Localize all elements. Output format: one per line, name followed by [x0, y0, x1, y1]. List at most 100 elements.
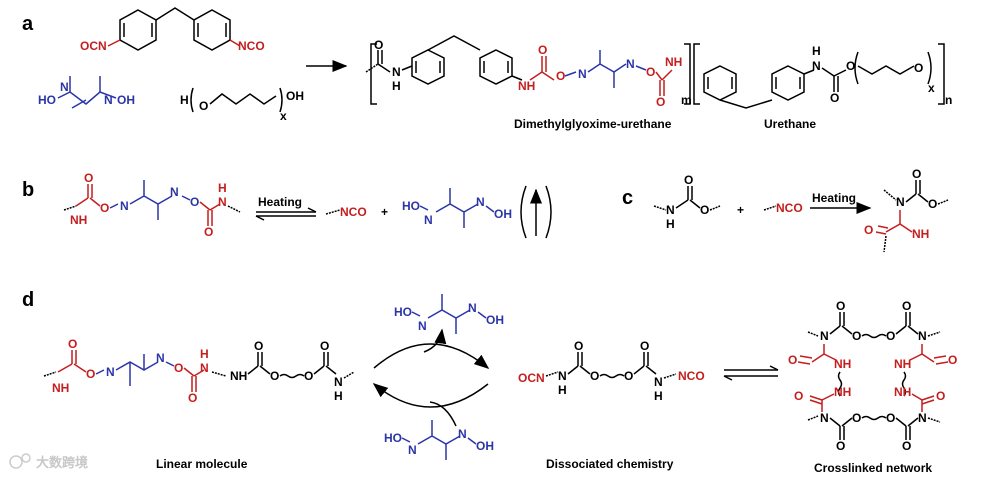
- oh-label-b: OH: [494, 207, 512, 221]
- dmg-molecule-a: HO N N OH: [38, 76, 135, 109]
- o-label-d12: O: [304, 369, 313, 383]
- benzene-ring-1: [119, 9, 157, 51]
- caption-dmg-urethane: Dimethylglyoxime-urethane: [514, 117, 672, 131]
- n-label-b4: N: [170, 185, 179, 199]
- n-label-net20: N: [918, 411, 927, 425]
- ho-label-b: HO: [402, 199, 420, 213]
- linear-molecule: NH O O N N O O H N NH O O O O: [43, 337, 355, 405]
- o-label-b2: O: [100, 201, 109, 215]
- watermark: 大数跨境: [9, 453, 88, 470]
- isocyanate-c: NCO: [763, 201, 803, 215]
- o-label-d11: O: [270, 369, 279, 383]
- nco-label-c: NCO: [776, 201, 803, 215]
- n-label-dd6: N: [654, 375, 663, 389]
- h-label-d14: H: [334, 389, 343, 403]
- allophanate-c: N O O O NH: [864, 167, 949, 253]
- nh-label-d1: NH: [52, 381, 69, 395]
- n-label-net15: N: [820, 411, 829, 425]
- plus-b: +: [381, 205, 388, 219]
- caption-crosslinked: Crosslinked network: [814, 461, 932, 475]
- n-label-d14: N: [334, 375, 343, 389]
- arrow-add-dmg: [429, 401, 457, 427]
- o-label-net4: O: [886, 329, 895, 343]
- h-label-ptmg: H: [180, 93, 189, 107]
- n-sub: n: [945, 93, 952, 107]
- n-label-d-top1: N: [418, 319, 427, 333]
- o-label-c7: O: [864, 223, 873, 237]
- o-label-p12: O: [846, 59, 855, 73]
- o-label-p11: O: [830, 91, 839, 105]
- o-label-b5: O: [190, 195, 199, 209]
- nh-label-c8: NH: [912, 227, 929, 241]
- caption-linear: Linear molecule: [156, 457, 248, 471]
- o-label-d7: O: [188, 391, 197, 405]
- o-label-net16: O: [836, 439, 845, 453]
- x-sub-ptmg: x: [280, 109, 287, 123]
- n-label-d-top2: N: [468, 301, 477, 315]
- n-label-d4: N: [106, 365, 115, 379]
- dmg-molecule-d-top: HO N N OH: [394, 294, 504, 334]
- arrow-associate: [372, 383, 489, 408]
- n-label-d-bot2: N: [458, 427, 467, 441]
- o-label-net18: O: [886, 411, 895, 425]
- panel-label-b: b: [22, 179, 34, 201]
- o-label-d10: O: [254, 339, 263, 353]
- oh-label-d-top: OH: [486, 313, 504, 327]
- h-label-c1: H: [666, 217, 675, 231]
- dmg-recycle-arrow: [520, 185, 552, 239]
- nco-label-a: NCO: [238, 39, 265, 53]
- m-sub: m: [681, 93, 692, 107]
- n-label-p5: N: [578, 67, 587, 81]
- h-label-p1: H: [392, 79, 401, 93]
- n-label-p1: N: [392, 65, 401, 79]
- panel-label-c: c: [622, 187, 633, 209]
- o-label-d13: O: [320, 339, 329, 353]
- n-label-a1: N: [60, 80, 69, 94]
- ho-label-d-bot: HO: [384, 431, 402, 445]
- o-label-c5: O: [912, 167, 921, 181]
- ho-label-a: HO: [38, 93, 56, 107]
- arrow-release-dmg: [423, 328, 447, 353]
- caption-dissociated: Dissociated chemistry: [546, 457, 674, 471]
- h-label-dd6: H: [654, 389, 663, 403]
- n-label-b7: N: [218, 195, 227, 209]
- o-label-dd3: O: [590, 369, 599, 383]
- o-label-dd5: O: [640, 339, 649, 353]
- oh-label-a: OH: [117, 93, 135, 107]
- n-label-net6: N: [918, 329, 927, 343]
- ocn-label-a: OCN: [80, 39, 107, 53]
- nh-label-b1: NH: [70, 213, 87, 227]
- oh-label-ptmg: OH: [286, 89, 304, 103]
- nh-label-net8: NH: [834, 357, 851, 371]
- urethane-c: N H O O: [653, 173, 721, 231]
- watermark-logo-icon: [9, 455, 23, 469]
- n-label-c1: N: [666, 203, 675, 217]
- panel-label-d: d: [22, 289, 34, 311]
- isocyanate-b: NCO: [325, 205, 367, 219]
- dmg-urethane-b: O NH O N N O O H N: [63, 171, 241, 239]
- o-label-p1: O: [374, 38, 383, 52]
- nco-label-d: NCO: [678, 369, 705, 383]
- n-label-b8: N: [424, 213, 433, 227]
- ocn-label-d: OCN: [518, 371, 545, 385]
- ho-label-d-top: HO: [394, 305, 412, 319]
- oh-label-d-bot: OH: [476, 439, 494, 453]
- caption-urethane: Urethane: [764, 117, 816, 131]
- o-label-net2: O: [836, 299, 845, 313]
- o-label-dd4: O: [624, 369, 633, 383]
- ptmg-molecule: H O x OH: [180, 87, 304, 123]
- o-label-dd2: O: [574, 339, 583, 353]
- crosslinked-network: N O O O O N O NH O NH NH: [788, 299, 957, 453]
- o-label-net12: O: [794, 389, 803, 403]
- heating-label-b: Heating: [258, 195, 302, 209]
- o-label-p7: O: [646, 65, 655, 79]
- x-sub-p: x: [928, 81, 935, 95]
- o-label-net17: O: [852, 411, 861, 425]
- n-label-d8: N: [200, 361, 209, 375]
- nh-label-net13: NH: [894, 385, 911, 399]
- benzene-ring-2: [193, 9, 231, 51]
- polymer-product: O N H NH O O N N O O NH m: [365, 35, 952, 131]
- panel-label-a: a: [22, 13, 34, 35]
